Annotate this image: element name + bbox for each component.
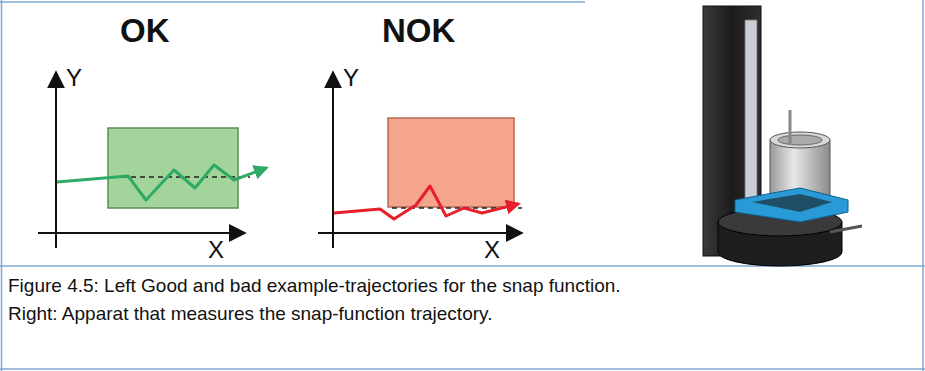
nok-chart — [318, 72, 522, 248]
axis-label: X — [484, 236, 500, 263]
figure-caption: Figure 4.5: Left Good and bad example-tr… — [8, 272, 668, 328]
axis-label: X — [208, 236, 224, 263]
label-slot: OK — [120, 12, 170, 50]
label-slot: Y — [66, 64, 82, 92]
axis-label: Y — [66, 64, 82, 91]
label-slot: X — [484, 236, 500, 264]
ok-chart — [38, 72, 266, 248]
label-slot: Y — [343, 64, 359, 92]
label-slot: NOK — [382, 12, 455, 50]
axis-label: Y — [343, 64, 359, 91]
label-slot: X — [208, 236, 224, 264]
panel-heading: OK — [120, 12, 170, 49]
panel-heading: NOK — [382, 12, 455, 49]
measuring-apparatus — [703, 6, 862, 266]
